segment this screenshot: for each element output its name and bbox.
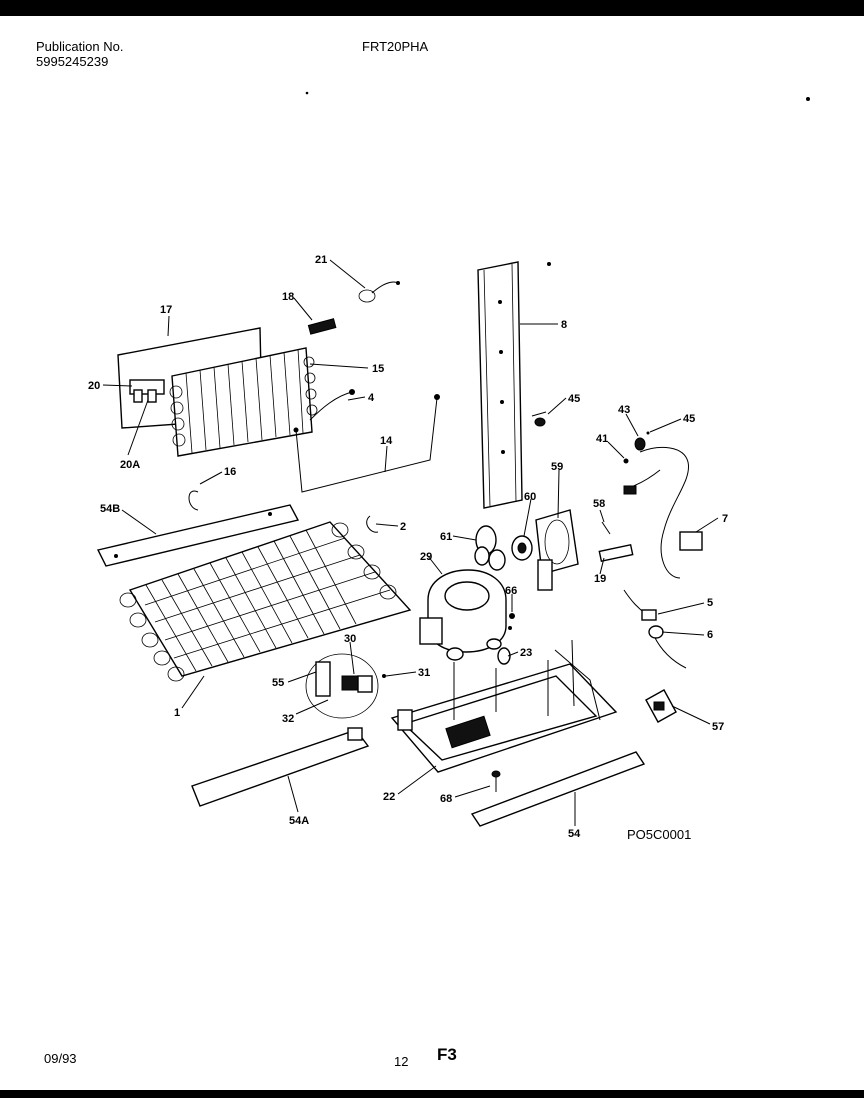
callout-20: 20 [88, 380, 100, 392]
fan-blade [474, 525, 506, 571]
callout-21: 21 [315, 254, 327, 266]
callout-54: 54 [568, 828, 581, 840]
callout-43: 43 [618, 404, 630, 416]
callout-68: 68 [440, 793, 452, 805]
callout-29: 29 [420, 551, 432, 563]
callout-54a: 54A [289, 815, 309, 827]
callout-30: 30 [344, 633, 356, 645]
callout-14: 14 [380, 435, 393, 447]
rail-54 [470, 751, 646, 827]
fan-motor [511, 535, 533, 561]
defrost-bracket [129, 379, 165, 403]
callout-1: 1 [174, 707, 180, 719]
callout-32: 32 [282, 713, 294, 725]
callout-6: 6 [707, 629, 713, 641]
callout-7: 7 [722, 513, 728, 525]
callout-22: 22 [383, 791, 395, 803]
model-number: FRT20PHA [362, 39, 429, 54]
bracket-54b [96, 504, 300, 567]
callout-23: 23 [520, 647, 532, 659]
callout-17: 17 [160, 304, 172, 316]
callout-18: 18 [282, 291, 294, 303]
callout-59: 59 [551, 461, 563, 473]
footer-page-number: 12 [394, 1054, 409, 1069]
compressor [419, 569, 507, 661]
scan-top-edge [0, 0, 864, 16]
callout-58: 58 [593, 498, 605, 510]
callout-55: 55 [272, 677, 284, 689]
relay-assembly [305, 653, 386, 719]
callout-60: 60 [524, 491, 536, 503]
callout-5: 5 [707, 597, 713, 609]
condenser-grid [119, 521, 412, 682]
harness-part [358, 281, 400, 303]
footer-section-code: F3 [437, 1045, 457, 1064]
callout-31: 31 [418, 667, 430, 679]
callout-45b: 45 [683, 413, 695, 425]
callout-45a: 45 [568, 393, 580, 405]
diagram-reference-code: PO5C0001 [627, 827, 692, 842]
rail-54a [191, 727, 370, 807]
leader-lines [102, 259, 719, 826]
scan-bottom-edge [0, 1090, 864, 1098]
callout-57: 57 [712, 721, 724, 733]
callout-66: 66 [505, 585, 517, 597]
callout-labels: 21 18 17 15 20 4 14 20A 16 54B 2 8 45 43… [88, 254, 728, 840]
wire-harness [623, 446, 703, 579]
callout-20a: 20A [120, 459, 140, 471]
vertical-channel [477, 261, 523, 509]
callout-41: 41 [596, 433, 608, 445]
publication-number: 5995245239 [36, 54, 109, 69]
screw-part [531, 411, 547, 427]
callout-19: 19 [594, 573, 606, 585]
thermostat-part [307, 318, 337, 335]
callout-16: 16 [224, 466, 236, 478]
publication-label: Publication No. [36, 39, 124, 54]
part-57 [645, 689, 677, 723]
callout-54b: 54B [100, 503, 120, 515]
callout-8: 8 [561, 319, 567, 331]
coil-assembly [169, 347, 318, 457]
callout-15: 15 [372, 363, 384, 375]
fan-bracket [535, 509, 579, 591]
callout-4: 4 [368, 392, 375, 404]
compressor-base [390, 639, 618, 773]
callout-61: 61 [440, 531, 452, 543]
footer-date: 09/93 [44, 1051, 77, 1066]
callout-2: 2 [400, 521, 406, 533]
